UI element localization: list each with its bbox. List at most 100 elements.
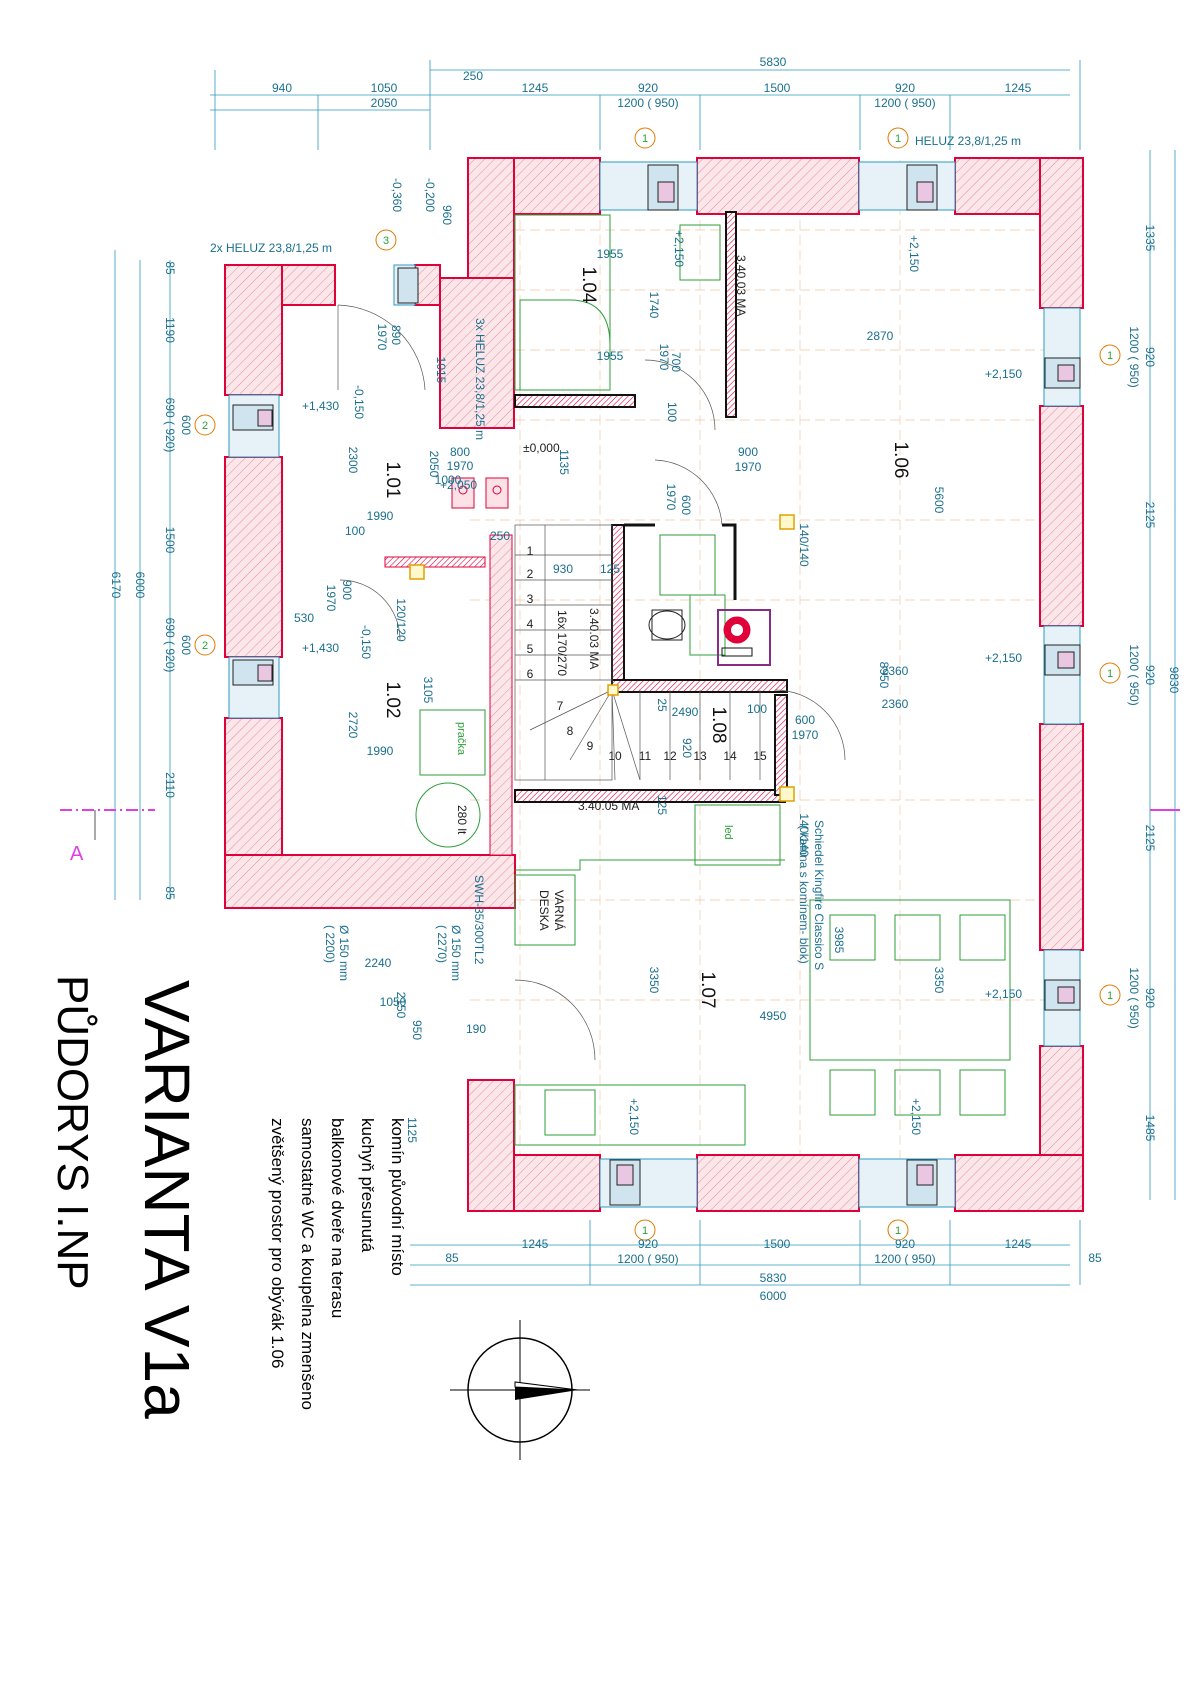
dim-inner: 2870 — [867, 329, 894, 343]
svg-text:10: 10 — [608, 749, 622, 763]
dim-inner: 1000 — [435, 473, 462, 487]
dim-left-3: 600 — [179, 415, 193, 435]
dim-inner: 2300 — [346, 447, 360, 474]
dim-right-7: 2125 — [1143, 825, 1157, 852]
schiedel-label-1: Schiedel Kingfire Classico S — [812, 820, 826, 970]
pipe-label-2b: ( 2270) — [435, 925, 449, 963]
level-label: +2,150 — [985, 987, 1022, 1001]
dim-top-total: 5830 — [760, 55, 787, 69]
dim-inner: 900 — [738, 445, 758, 459]
dim-inner: 140/140 — [797, 813, 811, 857]
svg-text:4: 4 — [527, 617, 534, 631]
dim-inner: 100 — [665, 402, 679, 422]
dim-inner: 2150 — [394, 992, 408, 1019]
dim-inner: 530 — [294, 611, 314, 625]
dim-inner: 1955 — [597, 247, 624, 261]
north-arrow-icon — [450, 1320, 590, 1460]
toilet-icon — [648, 609, 686, 641]
ma-label-3: 3.40.05 MA — [578, 799, 639, 813]
section-label: A — [70, 843, 84, 865]
dim-inner: 1990 — [367, 744, 394, 758]
dim-left-1: 85 — [163, 261, 177, 275]
room-104: 1.04 — [578, 267, 599, 304]
dim-right-11: 9830 — [1167, 667, 1181, 694]
staircase — [514, 524, 761, 781]
dim-right-6: 1200 ( 950) — [1127, 644, 1141, 705]
heluz-3x-label: 3x HELUZ 23,8/1,25 m — [473, 318, 487, 440]
dim-inner: 2490 — [672, 705, 699, 719]
dim-bot-1200b: 1200 ( 950) — [874, 1252, 935, 1266]
section-marker: A — [60, 809, 1180, 865]
varna-label: VARNÁ — [552, 890, 567, 930]
notes: komín původní místo kuchyň přesunutá bal… — [268, 1118, 407, 1410]
svg-text:1: 1 — [642, 133, 648, 145]
dim-left-2: 1190 — [163, 317, 177, 343]
level-label: +2,150 — [909, 1098, 923, 1135]
svg-text:1: 1 — [895, 1225, 901, 1237]
ma-label-1: 3.40.03 MA — [734, 255, 748, 316]
pipe-label-2: Ø 150 mm — [449, 925, 463, 981]
left-dimensions: 85 1190 600 690 ( 920) 1500 600 690 ( 92… — [109, 261, 193, 900]
annotations: HELUZ 23,8/1,25 m 2x HELUZ 23,8/1,25 m 3… — [210, 134, 1021, 981]
pipe-label-1: Ø 150 mm — [337, 925, 351, 981]
dim-inner: 1125 — [405, 1117, 419, 1143]
svg-text:1: 1 — [527, 544, 534, 558]
dim-inner: 950 — [410, 1020, 424, 1040]
window-type-numbers: 1 1 1 1 1 1 1 2 2 3 — [202, 133, 1113, 1237]
dim-inner: 920 — [680, 738, 694, 758]
svg-text:3: 3 — [527, 592, 534, 606]
dim-inner: 190 — [466, 1022, 486, 1036]
furniture — [415, 214, 1011, 1146]
dim-inner: 1970 — [792, 728, 819, 742]
dim-inner: 3350 — [932, 967, 946, 994]
right-dimensions: 1335 920 1200 ( 950) 2125 920 1200 ( 950… — [1127, 225, 1181, 1142]
svg-text:12: 12 — [663, 749, 677, 763]
svg-text:2: 2 — [527, 567, 534, 581]
svg-text:3: 3 — [383, 235, 389, 247]
note-line: kuchyň přesunutá — [358, 1118, 377, 1253]
dim-inner: 3985 — [832, 927, 846, 954]
dim-left-6: 600 — [179, 635, 193, 655]
dim-right-3: 1200 ( 950) — [1127, 326, 1141, 387]
svg-text:15: 15 — [753, 749, 767, 763]
dim-bot-920a: 920 — [638, 1237, 658, 1251]
dim-top-1245b: 1245 — [1005, 81, 1032, 95]
svg-text:11: 11 — [639, 749, 652, 763]
room-108: 1.08 — [708, 707, 729, 744]
svg-text:1: 1 — [895, 133, 901, 145]
dim-top-2050: 2050 — [371, 96, 398, 110]
dim-bot-85a: 85 — [445, 1251, 459, 1265]
top-dimensions: 5830 250 940 1050 2050 1245 920 1200 ( 9… — [272, 55, 1032, 110]
dim-inner: 1135 — [557, 449, 571, 475]
dim-top-250: 250 — [463, 69, 483, 83]
window-boxes — [232, 164, 1081, 1206]
dim-top-1200b: 1200 ( 950) — [874, 96, 935, 110]
dim-inner: 1740 — [647, 292, 661, 319]
pracka-label: pračka — [455, 722, 467, 756]
dim-bot-total1: 5830 — [760, 1271, 787, 1285]
dim-bot-1200a: 1200 ( 950) — [617, 1252, 678, 1266]
deska-label: DESKA — [537, 890, 551, 931]
level-zero: ±0,000 — [523, 441, 560, 455]
dim-inner: 2360 — [882, 664, 909, 678]
dim-inner: 100 — [345, 524, 365, 538]
dim-inner: 8950 — [877, 662, 891, 689]
markers — [409, 514, 795, 802]
level-label: +2,150 — [985, 651, 1022, 665]
dim-inner: 600 — [679, 495, 693, 515]
dim-inner: 930 — [553, 562, 573, 576]
dim-top-940: 940 — [272, 81, 292, 95]
svg-text:8: 8 — [567, 724, 574, 738]
dim-right-5: 920 — [1143, 665, 1157, 685]
level-label: -0,360 — [390, 178, 404, 212]
dim-inner: 1970 — [324, 585, 338, 612]
dim-left-8: 2110 — [163, 772, 177, 798]
dim-inner: 960 — [440, 205, 454, 225]
level-label: +2,150 — [907, 235, 921, 272]
svg-text:2: 2 — [202, 420, 208, 432]
level-label: +1,430 — [302, 399, 339, 413]
room-101: 1.01 — [382, 462, 403, 499]
dim-top-1050: 1050 — [371, 81, 398, 95]
dim-inner: 3105 — [421, 677, 435, 704]
